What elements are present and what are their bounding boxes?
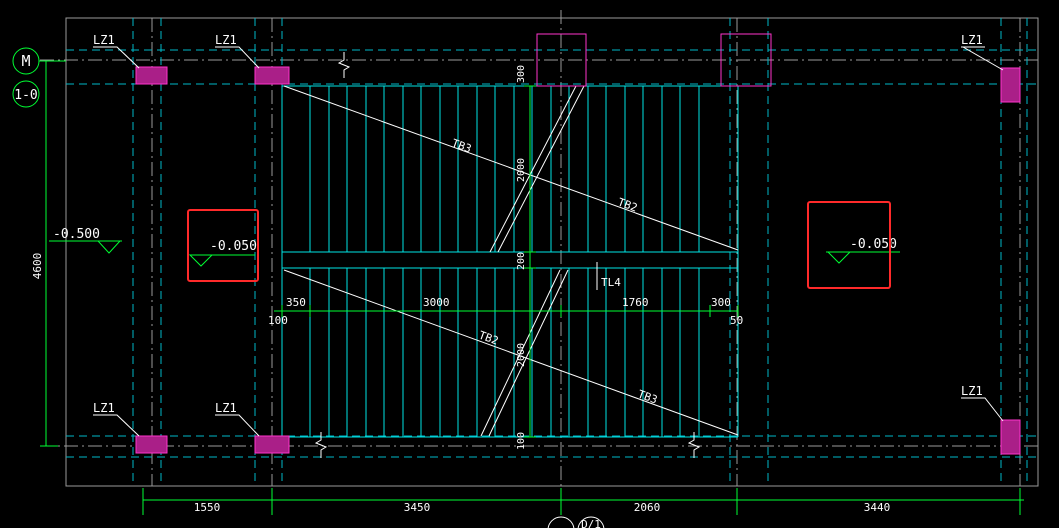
columns <box>135 66 1021 455</box>
svg-text:3000: 3000 <box>423 296 450 309</box>
dim-riser-texts: 300 2000 200 2000 100 <box>516 65 527 450</box>
svg-text:300: 300 <box>711 296 731 309</box>
stair-treads <box>309 86 700 437</box>
level-mark-center: -0.050 <box>188 239 257 267</box>
wall-block-right <box>720 33 772 87</box>
dim-vertical-total <box>40 60 58 447</box>
svg-text:100: 100 <box>268 314 288 327</box>
level-text: -0.500 <box>53 227 100 242</box>
svg-text:100: 100 <box>516 432 527 450</box>
dim-run-chain <box>274 305 739 317</box>
axis-label-m: M <box>21 52 30 70</box>
highlight-box-center <box>187 209 259 282</box>
flight-diagonals <box>283 85 739 437</box>
svg-text:2000: 2000 <box>516 158 527 182</box>
level-text: -0.050 <box>850 237 897 252</box>
column-lz1 <box>254 435 290 454</box>
axis-bubble-1-0: 1-0 <box>12 80 40 108</box>
column-label: LZ1 <box>961 33 983 47</box>
dim-vertical-total-text: 4600 <box>31 253 44 280</box>
axis-bubble-bottom-right: D/1 <box>577 516 605 528</box>
svg-text:350: 350 <box>286 296 306 309</box>
beam-label: TL4 <box>601 276 621 289</box>
beam-mark-tl4: TL4 <box>596 262 621 290</box>
dim-riser-chain <box>524 85 536 438</box>
column-labels: LZ1 LZ1 LZ1 LZ1 LZ1 LZ1 <box>93 33 983 415</box>
axis-bubble-bottom-left <box>547 516 575 528</box>
column-label: LZ1 <box>215 33 237 47</box>
break-symbols <box>314 52 701 458</box>
column-lz1 <box>135 66 168 85</box>
column-label: LZ1 <box>93 33 115 47</box>
column-label: LZ1 <box>961 384 983 398</box>
wall-block-left <box>536 33 587 87</box>
column-lz1 <box>1000 419 1021 455</box>
stair-boundaries <box>281 85 739 438</box>
flight-labels: TB3 TB2 TB2 TB3 <box>450 137 659 407</box>
level-text: -0.050 <box>210 239 257 254</box>
level-mark-left: -0.500 <box>49 227 122 254</box>
column-lz1 <box>135 435 168 454</box>
svg-text:D/1: D/1 <box>581 518 601 528</box>
flight-label: TB2 <box>477 329 500 348</box>
highlight-box-right <box>807 201 891 289</box>
column-label: LZ1 <box>215 401 237 415</box>
beam-lines <box>66 18 1038 486</box>
dim-bottom-chain <box>142 488 1024 515</box>
flight-label: TB3 <box>636 388 659 407</box>
axis-label-1-0: 1-0 <box>14 88 37 103</box>
axis-bubble-m: M <box>12 47 40 75</box>
svg-text:3450: 3450 <box>404 501 431 514</box>
svg-text:300: 300 <box>516 65 527 83</box>
column-lz1 <box>1000 67 1021 103</box>
svg-text:2000: 2000 <box>516 343 527 367</box>
flight-label: TB2 <box>616 196 639 215</box>
slab-outline <box>65 17 1039 487</box>
svg-text:50: 50 <box>730 314 743 327</box>
dim-run-texts: 100 350 3000 1760 300 50 <box>268 296 743 327</box>
svg-text:3440: 3440 <box>864 501 891 514</box>
svg-text:1550: 1550 <box>194 501 221 514</box>
svg-text:2060: 2060 <box>634 501 661 514</box>
leader-lines <box>93 46 1004 437</box>
column-lz1 <box>254 66 290 85</box>
column-label: LZ1 <box>93 401 115 415</box>
dim-bottom-texts: 1550 3450 2060 3440 <box>194 501 891 514</box>
svg-text:1760: 1760 <box>622 296 649 309</box>
svg-text:200: 200 <box>516 252 527 270</box>
flight-label: TB3 <box>450 137 473 156</box>
level-mark-right: -0.050 <box>826 237 900 264</box>
